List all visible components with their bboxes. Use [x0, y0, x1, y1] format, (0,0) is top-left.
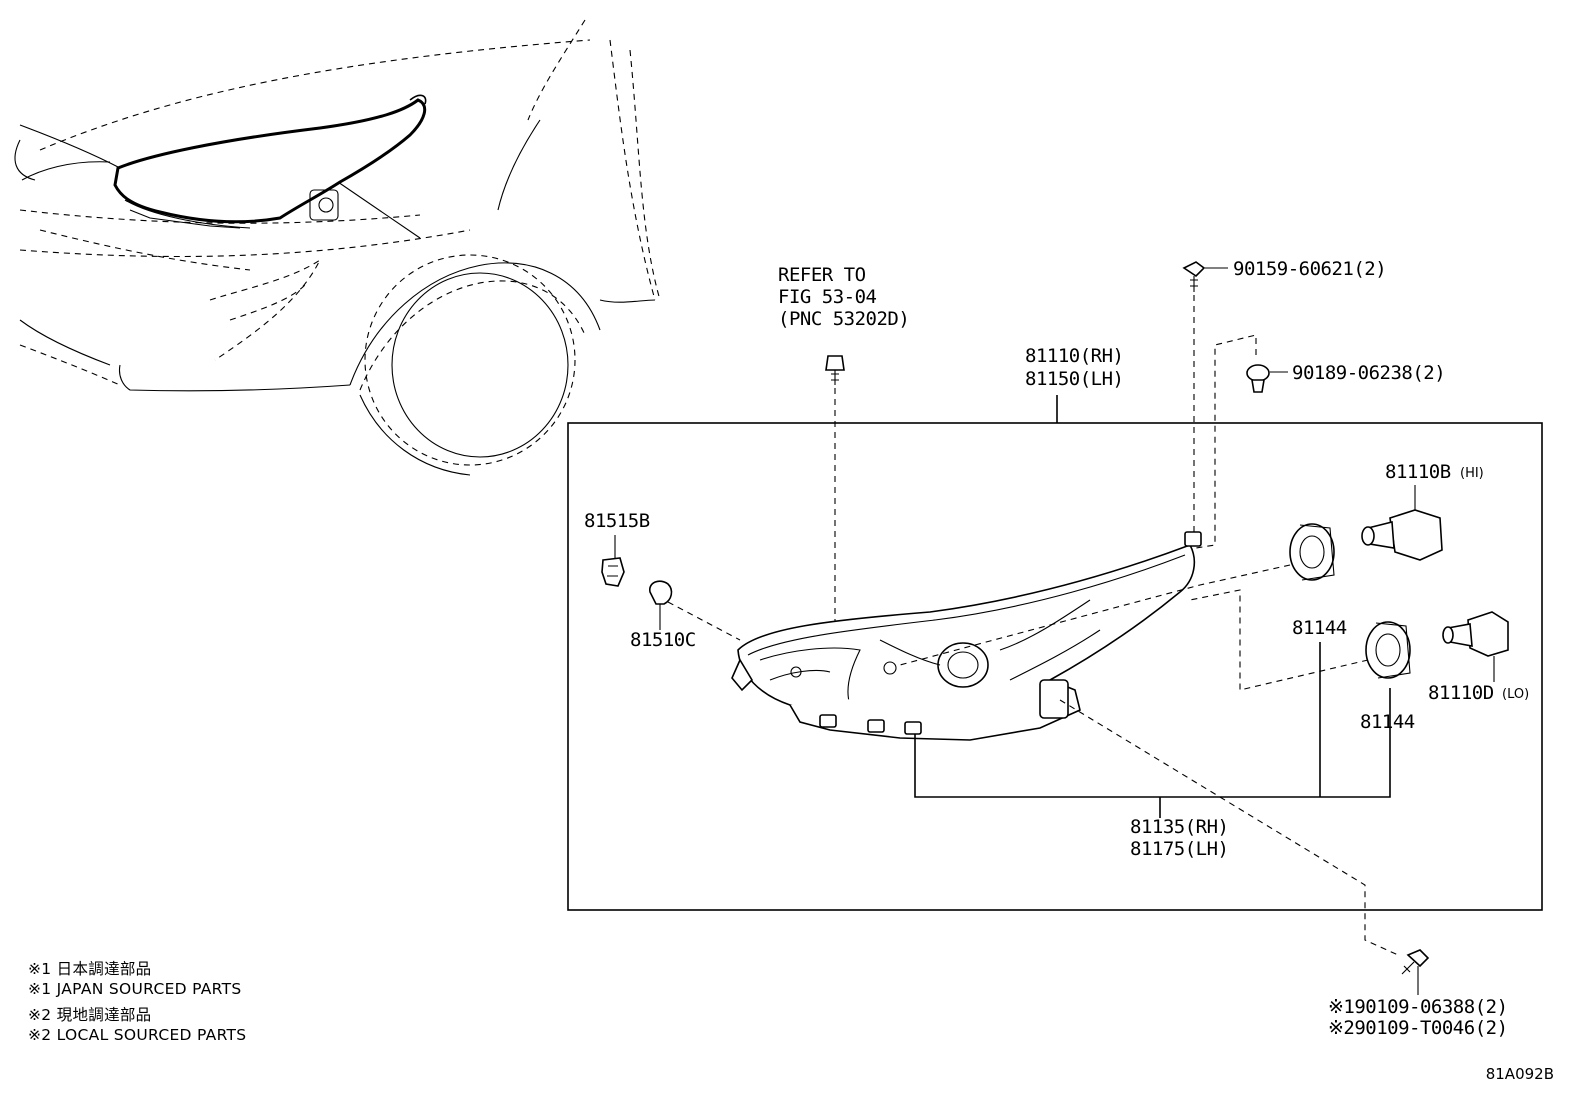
- label-headlamp-lh: 81150(LH): [1025, 368, 1123, 390]
- label-bulb-side: 81510C: [630, 629, 696, 651]
- note-japan-jp: ※1 日本調達部品: [28, 960, 152, 978]
- dust-cover-upper: [1289, 523, 1335, 581]
- label-bulb-lo: 81110D: [1428, 682, 1494, 704]
- label-clip: 90189-06238(2): [1292, 362, 1445, 384]
- dust-cover-lower: [1365, 621, 1411, 679]
- refer-line-2: FIG 53-04: [778, 286, 877, 308]
- note-japan-en: ※1 JAPAN SOURCED PARTS: [28, 980, 242, 998]
- label-bulb-lo-tag: (LO): [1502, 687, 1529, 702]
- car-front-illustration: [14, 19, 661, 476]
- label-screw-2: ※290109-T0046(2): [1328, 1017, 1508, 1039]
- lo-beam-bulb: [1442, 611, 1509, 682]
- headlamp-unit: [731, 531, 1202, 741]
- cover-leader-lower: [1189, 589, 1369, 691]
- refer-fastener: [825, 355, 845, 622]
- hi-beam-bulb: [1361, 485, 1443, 561]
- label-housing-lh: 81175(LH): [1130, 838, 1228, 860]
- housing-bracket: [914, 688, 1391, 798]
- label-housing-rh: 81135(RH): [1130, 816, 1228, 838]
- bottom-screw: [1401, 949, 1430, 995]
- label-socket-side: 81515B: [584, 510, 650, 532]
- side-marker-bulb: [649, 580, 673, 630]
- side-marker-socket: [601, 535, 625, 587]
- label-bulb-hi: 81110B: [1385, 461, 1451, 483]
- cover-leader-upper: [899, 564, 1291, 666]
- diagram-code: 81A092B: [1485, 1065, 1554, 1083]
- top-bolt: [1182, 261, 1228, 535]
- screw-leader: [1059, 699, 1399, 956]
- label-bulb-hi-tag: (HI): [1460, 466, 1484, 481]
- label-bolt-top: 90159-60621(2): [1233, 258, 1386, 280]
- refer-line-1: REFER TO: [778, 264, 866, 286]
- side-bulb-leader: [667, 601, 741, 641]
- label-cover-b: 81144: [1360, 711, 1415, 733]
- assembly-group-box: [567, 422, 1543, 911]
- label-screw-1: ※190109-06388(2): [1328, 996, 1508, 1018]
- top-clip: [1195, 334, 1288, 549]
- label-headlamp-rh: 81110(RH): [1025, 345, 1123, 367]
- refer-line-3: (PNC 53202D): [778, 308, 909, 330]
- label-cover-a: 81144: [1292, 617, 1347, 639]
- note-local-en: ※2 LOCAL SOURCED PARTS: [28, 1026, 247, 1044]
- note-local-jp: ※2 現地調達部品: [28, 1006, 152, 1024]
